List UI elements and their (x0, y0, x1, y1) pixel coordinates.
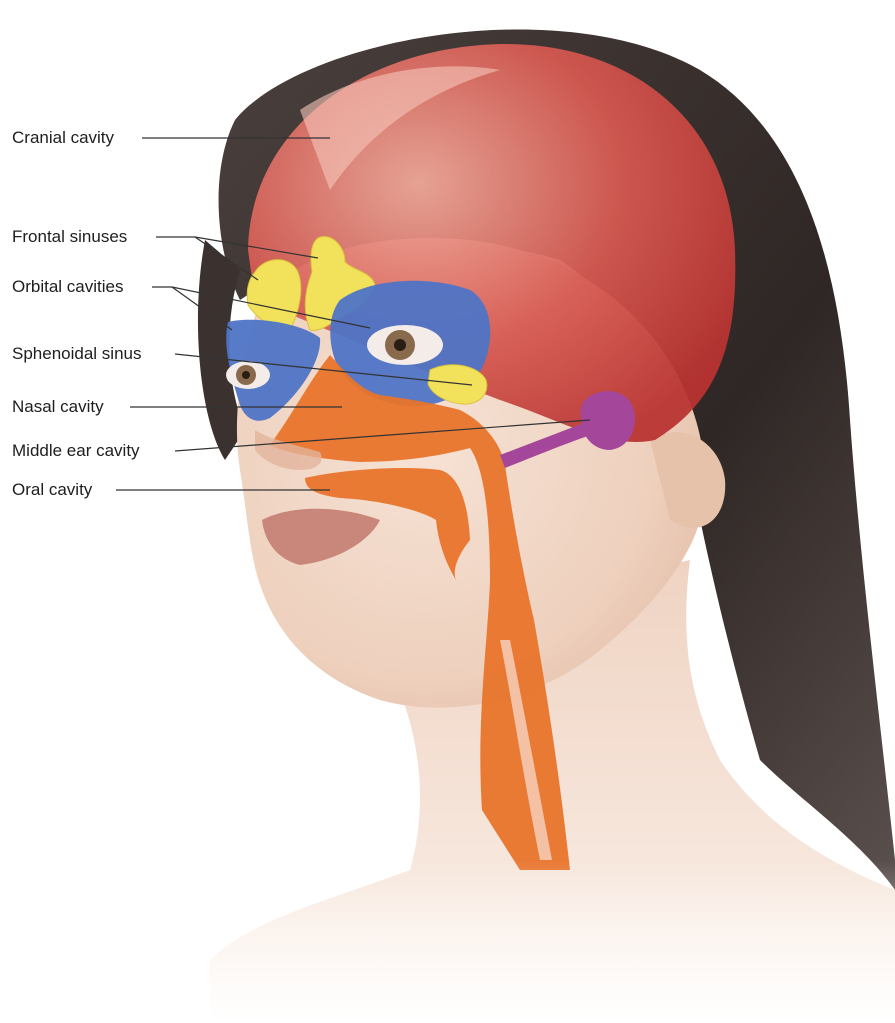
label-nasal-cavity: Nasal cavity (12, 397, 104, 417)
label-sphenoidal-sinus: Sphenoidal sinus (12, 344, 141, 364)
label-middle-ear-cavity: Middle ear cavity (12, 441, 140, 461)
pupil-left (242, 371, 250, 379)
label-cranial-cavity: Cranial cavity (12, 128, 114, 148)
label-frontal-sinuses: Frontal sinuses (12, 227, 127, 247)
bottom-fade (0, 860, 895, 1023)
label-orbital-cavities: Orbital cavities (12, 277, 123, 297)
label-oral-cavity: Oral cavity (12, 480, 92, 500)
pupil-right (394, 339, 406, 351)
